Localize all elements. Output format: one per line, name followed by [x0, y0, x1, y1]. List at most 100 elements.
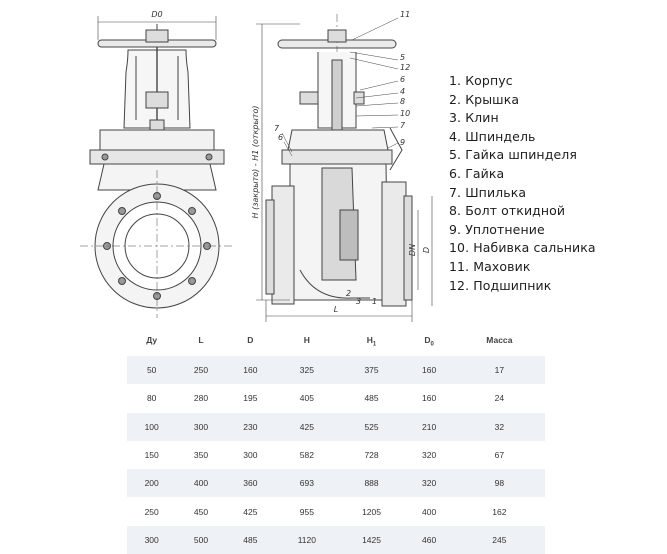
- table-cell: 300: [225, 440, 276, 470]
- table-cell: 693: [275, 469, 339, 498]
- callout-11: 11: [400, 10, 410, 19]
- table-cell: 320: [404, 469, 454, 498]
- table-cell: 375: [338, 356, 405, 385]
- table-cell: 1425: [338, 525, 405, 554]
- table-cell: 250: [176, 356, 226, 385]
- col-header: H1: [338, 326, 405, 356]
- table-cell: 888: [338, 469, 405, 498]
- vertical-dim-label: H (закрыто) - H1 (открыто): [251, 106, 260, 219]
- table-cell: 200: [127, 469, 177, 498]
- legend-item: 5. Гайка шпинделя: [449, 147, 577, 163]
- legend-item: 11. Маховик: [449, 258, 531, 274]
- callout-2: 2: [346, 289, 351, 298]
- table-cell: 80: [127, 384, 177, 413]
- table-cell: 325: [275, 356, 339, 385]
- callout-7-right: 7: [400, 121, 406, 130]
- d-dim-label: D: [422, 247, 431, 253]
- legend-item: 2. Крышка: [449, 91, 520, 107]
- col-header: Масса: [453, 326, 545, 356]
- table-cell: 280: [176, 384, 226, 413]
- legend-item: 12. Подшипник: [449, 277, 552, 293]
- table-cell: 425: [225, 497, 276, 526]
- table-cell: 160: [404, 384, 454, 413]
- legend-item: 10. Набивка сальника: [449, 240, 596, 256]
- table-cell: 210: [404, 412, 454, 441]
- table-cell: 160: [225, 356, 276, 385]
- dn-dim-label: DN: [408, 244, 417, 256]
- table-cell: 100: [127, 412, 177, 441]
- table-cell: 300: [127, 525, 177, 554]
- table-cell: 162: [453, 497, 545, 526]
- table-cell: 360: [225, 469, 276, 498]
- legend-item: 1. Корпус: [449, 73, 513, 88]
- col-header: Ду: [127, 326, 177, 356]
- legend-item: 9. Уплотнение: [449, 221, 545, 237]
- table-cell: 67: [453, 440, 545, 470]
- callout-6: 6: [400, 75, 405, 84]
- table-cell: 98: [453, 469, 545, 498]
- callout-6-left: 6: [278, 133, 283, 142]
- legend-item: 3. Клин: [449, 110, 499, 126]
- table-header-row: Ду L D H H1 D0 Масса: [127, 326, 545, 356]
- table-cell: 160: [404, 356, 454, 385]
- callout-3: 3: [356, 297, 361, 306]
- parts-legend: 1. Корпус 2. Крышка 3. Клин 4. Шпиндель …: [449, 72, 596, 295]
- callout-9: 9: [400, 138, 405, 147]
- table-cell: 195: [225, 384, 276, 413]
- table-cell: 955: [275, 497, 339, 526]
- front-dim-label: D0: [151, 10, 162, 19]
- table-cell: 245: [453, 525, 545, 554]
- table-cell: 17: [453, 356, 545, 385]
- table-cell: 32: [453, 412, 545, 441]
- callout-8: 8: [400, 97, 405, 106]
- legend-item: 7. Шпилька: [449, 184, 527, 200]
- table-cell: 300: [176, 412, 226, 441]
- callout-12: 12: [400, 63, 410, 72]
- col-header: D0: [404, 326, 454, 356]
- table-cell: 230: [225, 412, 276, 441]
- table-cell: 728: [338, 440, 405, 470]
- callout-4: 4: [400, 87, 405, 96]
- bottom-dim-label: L: [334, 305, 338, 314]
- table-cell: 150: [127, 440, 177, 470]
- table-cell: 1120: [275, 525, 339, 554]
- col-header: L: [176, 326, 226, 356]
- callout-5: 5: [400, 53, 405, 62]
- table-cell: 425: [275, 412, 339, 441]
- table-cell: 400: [176, 469, 226, 498]
- table-cell: 50: [127, 356, 177, 385]
- col-header: H: [275, 326, 339, 356]
- valve-drawing: D0 11 5 12 6 4 8 10 7 9 3 2 1 7 6 H (зак…: [80, 10, 433, 322]
- table-cell: 320: [404, 440, 454, 470]
- table-cell: 250: [127, 497, 177, 526]
- callout-1: 1: [372, 297, 377, 306]
- table-cell: 485: [225, 525, 276, 554]
- callout-7-left: 7: [274, 124, 280, 133]
- table-cell: 582: [275, 440, 339, 470]
- front-view: [80, 16, 234, 318]
- table-cell: 460: [404, 525, 454, 554]
- table-cell: 400: [404, 497, 454, 526]
- col-header: D: [225, 326, 276, 356]
- table-cell: 485: [338, 384, 405, 413]
- table-cell: 24: [453, 384, 545, 413]
- table-cell: 500: [176, 525, 226, 554]
- table-cell: 350: [176, 440, 226, 470]
- table-cell: 1205: [338, 497, 405, 526]
- side-view: [256, 14, 433, 322]
- legend-item: 4. Шпиндель: [449, 128, 536, 144]
- table-cell: 405: [275, 384, 339, 413]
- callout-10: 10: [400, 109, 410, 118]
- legend-item: 8. Болт откидной: [449, 203, 566, 219]
- table-cell: 450: [176, 497, 226, 526]
- legend-item: 6. Гайка: [449, 165, 505, 181]
- table-cell: 525: [338, 412, 405, 441]
